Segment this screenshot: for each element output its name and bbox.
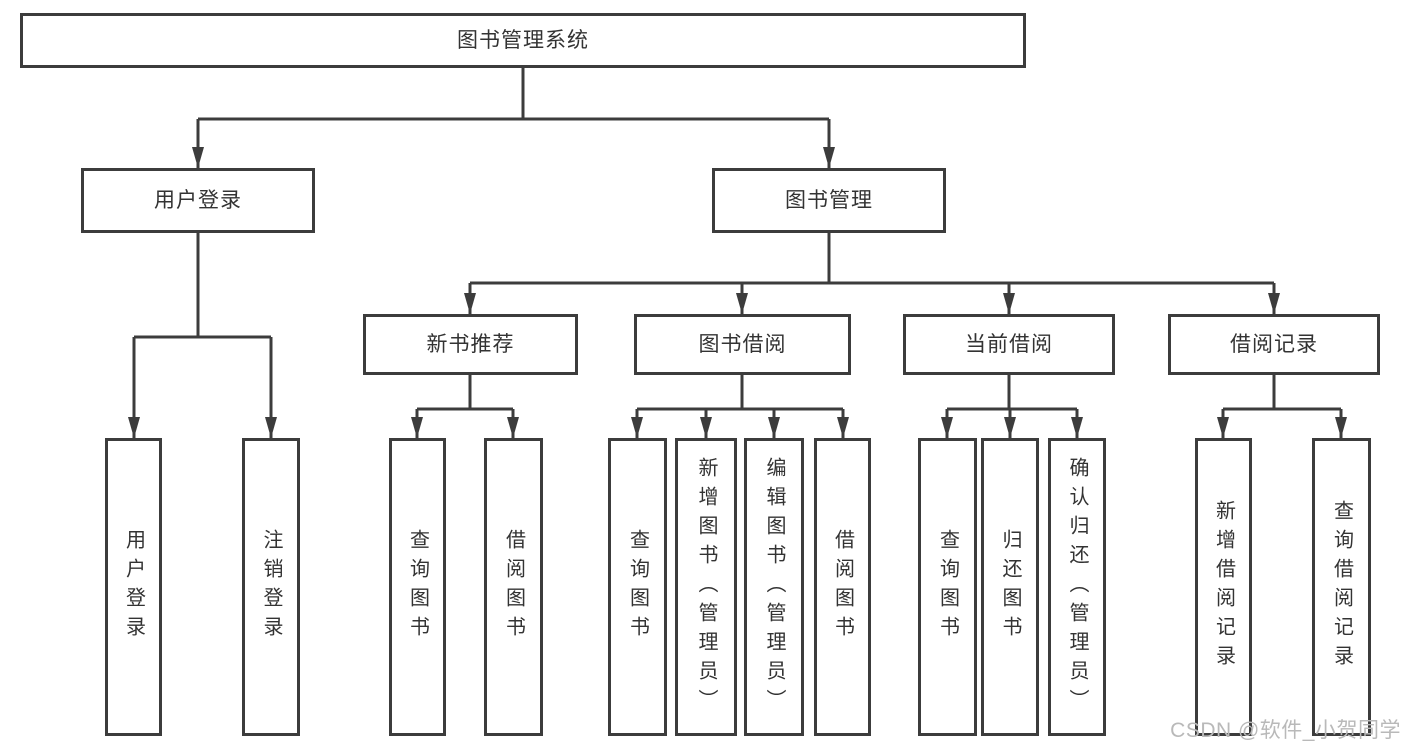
node-new-book-recommend: 新书推荐 (363, 314, 578, 375)
leaf-edit-books-admin: 编辑图书（管理员） (744, 438, 804, 736)
leaf-logout: 注销登录 (242, 438, 300, 736)
node-user-login: 用户登录 (81, 168, 315, 233)
connector-group (128, 68, 1347, 438)
leaf-borrow-books: 借阅图书 (814, 438, 871, 736)
node-current-borrow: 当前借阅 (903, 314, 1115, 375)
csdn-watermark: CSDN @软件_小贺同学 (1170, 719, 1401, 742)
leaf-add-borrow-record: 新增借阅记录 (1195, 438, 1252, 736)
node-book-management: 图书管理 (712, 168, 946, 233)
leaf-query-borrow-record: 查询借阅记录 (1312, 438, 1371, 736)
node-borrow-records: 借阅记录 (1168, 314, 1380, 375)
node-root-library-system: 图书管理系统 (20, 13, 1026, 68)
leaf-add-books-admin: 新增图书（管理员） (675, 438, 737, 736)
leaf-query-books-current: 查询图书 (918, 438, 977, 736)
leaf-confirm-return-admin: 确认归还（管理员） (1048, 438, 1106, 736)
node-book-borrow: 图书借阅 (634, 314, 851, 375)
leaf-borrow-books-recommend: 借阅图书 (484, 438, 543, 736)
leaf-query-books-borrow: 查询图书 (608, 438, 667, 736)
leaf-query-books-recommend: 查询图书 (389, 438, 446, 736)
leaf-user-login: 用户登录 (105, 438, 162, 736)
leaf-return-books: 归还图书 (981, 438, 1039, 736)
